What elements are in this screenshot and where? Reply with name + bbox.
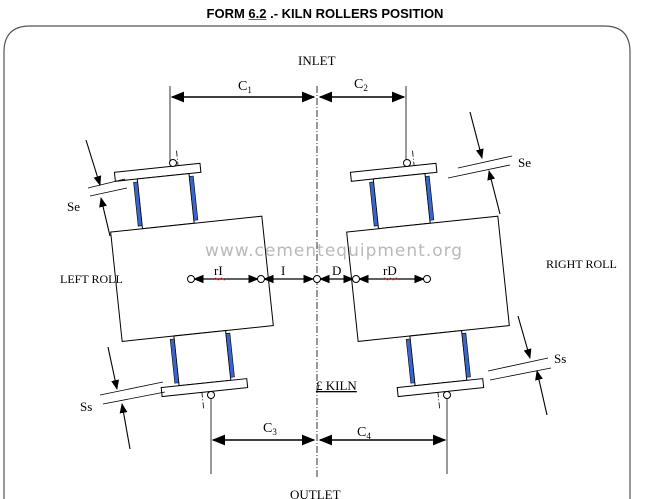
se-left-ref-top — [87, 178, 126, 189]
se-right-label: Se — [518, 155, 531, 170]
right-roll-center-point — [423, 275, 431, 283]
ri-spellcheck-squiggle — [213, 277, 227, 281]
i-label: I — [281, 263, 285, 278]
ri-label: rI — [214, 263, 223, 278]
right-roll-bottom-shaft — [409, 330, 468, 387]
c2-label: C2 — [354, 77, 368, 93]
se-right-arrow-lower — [487, 170, 501, 215]
kiln-center-point — [313, 275, 321, 283]
ss-left-ref-top — [99, 381, 164, 396]
right-roll-assembly — [346, 150, 510, 410]
right-roll-top-point — [403, 159, 411, 167]
d-label: D — [332, 263, 341, 278]
right-roll-bottom-bearing-plate — [396, 378, 485, 398]
se-right-arrow-upper — [469, 111, 484, 159]
right-roll-top-shaft — [372, 172, 431, 230]
left-roll-bottom-shaft-band-left — [169, 338, 180, 384]
ss-right-label: Ss — [554, 351, 566, 366]
left-roll-top-point — [169, 159, 177, 167]
c3-label: C3 — [263, 421, 277, 437]
form-title: FORM 6.2 .- KILN ROLLERS POSITION — [0, 6, 650, 21]
right-roll-bottom-shaft-band-right — [461, 332, 471, 378]
left-roll-top-shaft — [136, 172, 195, 230]
left-roll-label: LEFT ROLL — [60, 272, 123, 286]
right-roll-top-shaft-band-left — [369, 181, 379, 227]
form-title-suffix: .- KILN ROLLERS POSITION — [266, 6, 444, 21]
left-roll-contact-point — [257, 275, 265, 283]
ss-left-ref-bottom — [102, 391, 166, 405]
right-roll-contact-point — [352, 275, 360, 283]
ss-left-arrow-upper — [107, 346, 120, 390]
outlet-label: OUTLET — [290, 487, 341, 499]
ss-right-arrow-upper — [517, 315, 532, 359]
form-title-number: 6.2 — [248, 6, 267, 21]
frame-border — [3, 25, 631, 499]
se-left-ref-bottom — [89, 187, 128, 197]
left-roll-bottom-point — [207, 391, 215, 399]
se-left-label: Se — [67, 199, 80, 214]
ss-left-label: Ss — [80, 399, 92, 414]
left-roll-bottom-bearing-plate — [160, 378, 249, 398]
right-roll-bottom-point — [443, 391, 451, 399]
right-roll-bottom-shaft-band-left — [405, 338, 416, 384]
left-roll-top-shaft-band-right — [188, 175, 199, 221]
se-left-arrow-upper — [85, 139, 102, 186]
right-roll-label: RIGHT ROLL — [546, 257, 617, 271]
c1-label: C1 — [238, 79, 252, 95]
left-roll-center-point — [187, 275, 195, 283]
left-roll-top-shaft-band-left — [133, 181, 143, 227]
form-title-prefix: FORM — [206, 6, 249, 21]
se-left-arrow-lower — [99, 197, 111, 237]
ss-right-arrow-lower — [535, 370, 548, 416]
se-right-ref-top — [457, 155, 513, 169]
right-roll-top-shaft-band-right — [424, 175, 435, 221]
rd-spellcheck-squiggle — [382, 277, 399, 281]
inlet-label: INLET — [298, 53, 336, 68]
left-roll-bottom-shaft — [173, 330, 232, 387]
c4-label: C4 — [357, 425, 371, 441]
watermark: www.cementequipment.org — [205, 241, 463, 261]
left-roll-bottom-shaft-band-right — [225, 332, 235, 378]
ss-right-ref-top — [487, 357, 549, 372]
rd-label: rD — [383, 263, 397, 278]
kiln-label: £ KILN — [316, 378, 357, 393]
se-right-ref-bottom — [447, 164, 511, 179]
ss-right-ref-bottom — [489, 367, 552, 381]
ss-left-arrow-lower — [119, 403, 131, 450]
